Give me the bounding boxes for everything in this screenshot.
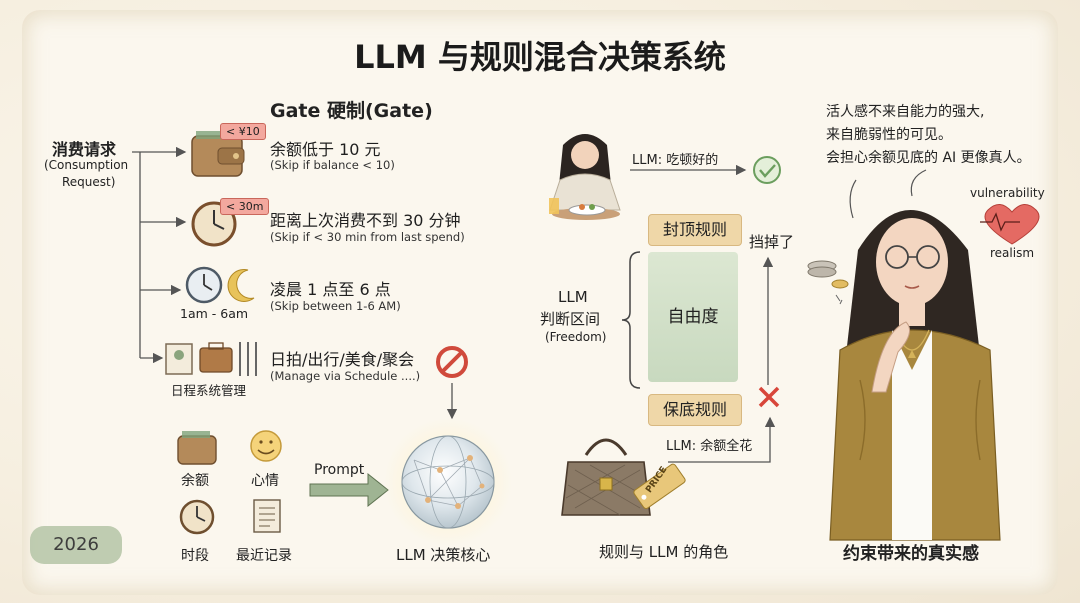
year-badge: 2026: [30, 526, 122, 564]
handbag-icon: [561, 438, 651, 516]
input-balance-label: 余额: [181, 473, 209, 489]
rule-night-main: 凌晨 1 点至 6 点: [270, 280, 391, 299]
llm-eat-label: LLM: 吃顿好的: [632, 153, 719, 168]
quote-line-1: 活人感不来自能力的强大,: [826, 104, 985, 120]
price-tag-icon: [633, 463, 686, 509]
thought-lines: [849, 179, 857, 219]
schedule-label: 日程系统管理: [171, 383, 247, 398]
interval-badge: < 30m: [220, 198, 270, 215]
roles-caption: 规则与 LLM 的角色: [599, 543, 729, 561]
quote-line-2: 来自脆弱性的可见。: [826, 127, 952, 143]
input-time-label: 时段: [181, 548, 209, 564]
night-hours-label: 1am - 6am: [180, 306, 249, 321]
blocked-label: 挡掉了: [749, 233, 795, 251]
floor-rule-box: 保底规则: [648, 394, 742, 426]
gate-title: Gate 硬制(Gate): [270, 100, 433, 122]
rule-interval-main: 距离上次消费不到 30 分钟: [270, 211, 461, 230]
rejected-cross-icon: [758, 386, 780, 408]
llm-core-label: LLM 决策核心: [396, 546, 491, 564]
prohibit-icon: [436, 346, 468, 420]
consumption-label: 消费请求: [52, 140, 117, 159]
input-mood-label: 心情: [251, 473, 279, 489]
time-clock-icon: [179, 499, 215, 535]
rule-balance-main: 余额低于 10 元: [270, 140, 381, 159]
balance-badge: < ¥10: [220, 123, 266, 140]
balance-wallet-icon: [177, 431, 217, 465]
consumption-branch-lines: [132, 146, 187, 364]
judgement-label-1: LLM: [558, 288, 588, 306]
rule-schedule-main: 日拍/出行/美食/聚会: [270, 350, 415, 369]
input-history-label: 最近记录: [236, 548, 292, 564]
judgement-label-3: (Freedom): [545, 330, 607, 344]
mood-smile-icon: [250, 430, 282, 462]
consumption-sub-1: (Consumption: [44, 158, 129, 172]
rule-balance-sub: (Skip if balance < 10): [270, 158, 395, 172]
consumption-sub-2: Request): [62, 175, 116, 189]
judgement-label-2: 判断区间: [540, 310, 601, 328]
prompt-label: Prompt: [314, 462, 365, 478]
rule-schedule-sub: (Manage via Schedule ....): [270, 369, 421, 383]
approved-check-icon: [753, 156, 781, 184]
freedom-box: 自由度: [648, 252, 738, 382]
llm-spend-arrow: [668, 416, 776, 463]
history-document-icon: [253, 499, 281, 533]
schedule-icons: [165, 342, 257, 376]
night-clock-icon: [185, 266, 223, 304]
cap-rule-box: 封顶规则: [648, 214, 742, 246]
heart-pulse-icon: [980, 204, 1040, 245]
moon-icon: [227, 269, 255, 302]
page-title: LLM 与规则混合决策系统: [354, 38, 726, 76]
llm-core-globe-icon: [401, 435, 495, 529]
rule-interval-sub: (Skip if < 30 min from last spend): [270, 230, 465, 244]
worried-woman-illustration: [829, 210, 1001, 541]
prompt-arrow: [309, 472, 389, 508]
vulnerability-label: vulnerability: [970, 186, 1045, 200]
rule-night-sub: (Skip between 1-6 AM): [270, 299, 401, 313]
llm-spend-label: LLM: 余额全花: [666, 439, 753, 454]
realism-label: realism: [990, 246, 1035, 260]
realism-caption: 约束带来的真实感: [843, 544, 979, 564]
coins-icon: [807, 260, 849, 305]
eating-girl-illustration: [549, 134, 621, 220]
freedom-bracket: [621, 251, 641, 389]
wallet-icon: [191, 131, 245, 177]
quote-line-3: 会担心余额见底的 AI 更像真人。: [826, 150, 1031, 166]
